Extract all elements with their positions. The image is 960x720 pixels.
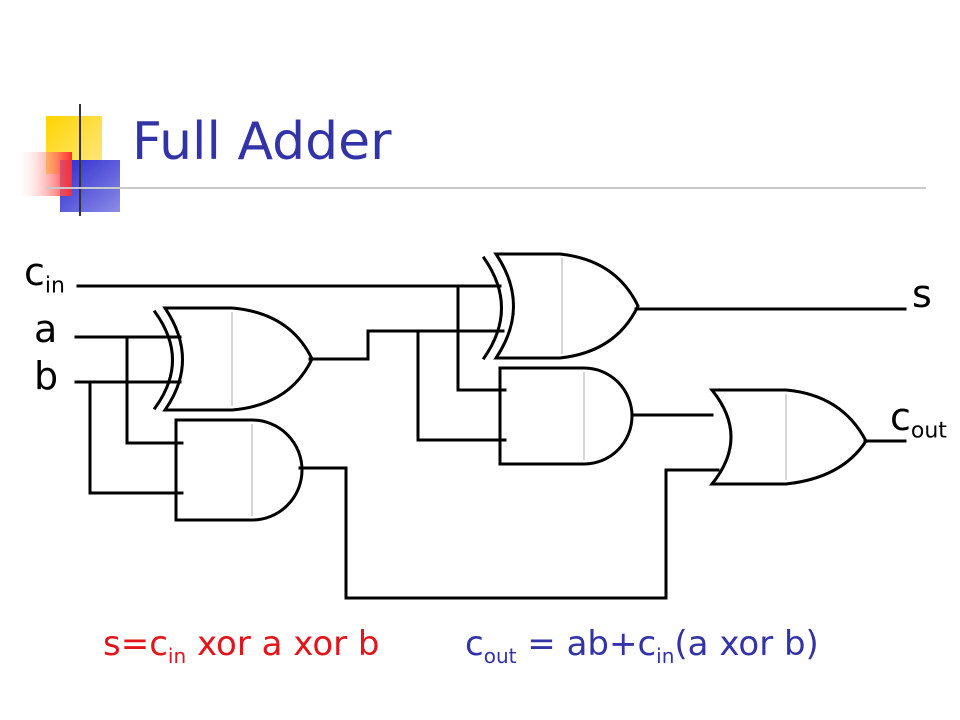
slide-title: Full Adder — [132, 112, 392, 172]
and-gate-1 — [174, 418, 304, 522]
xor-gate-2 — [481, 252, 640, 361]
and-gate-2 — [498, 366, 634, 466]
sum-formula: s=cin xor a xor b — [103, 624, 380, 668]
label-cout: cout — [890, 395, 947, 444]
label-a: a — [34, 307, 58, 351]
carry-formula: cout = ab+cin(a xor b) — [465, 624, 819, 668]
or-gate — [708, 388, 868, 486]
wire-and1-out — [298, 466, 720, 600]
wire-cin — [76, 284, 507, 392]
wire-b — [74, 380, 184, 495]
title-divider — [46, 187, 926, 189]
label-b: b — [34, 354, 59, 398]
label-s: s — [912, 272, 932, 316]
label-cin: cin — [24, 250, 65, 299]
wire-xor1-out — [308, 329, 507, 442]
corner-decoration — [14, 104, 120, 216]
xor-gate-1 — [152, 306, 314, 412]
wire-a — [74, 335, 184, 445]
